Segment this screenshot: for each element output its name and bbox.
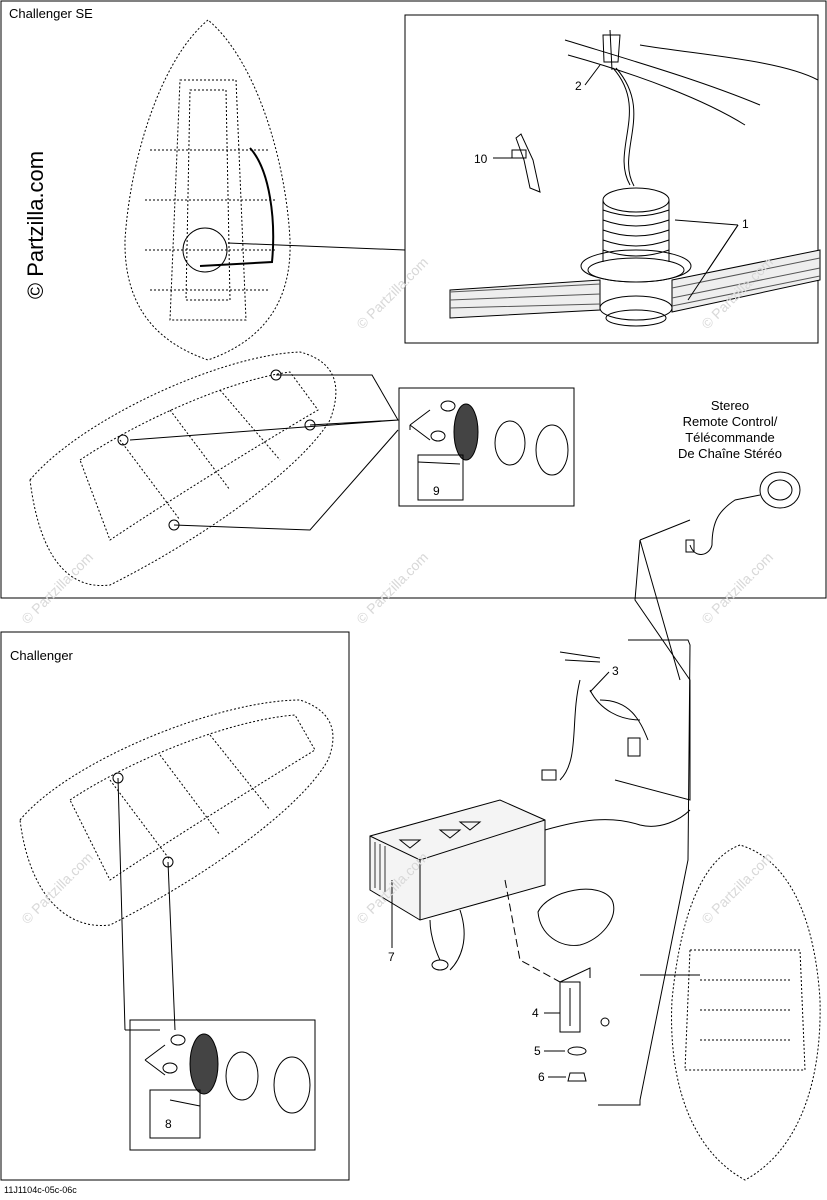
stereo-unit-drawing — [369, 799, 691, 971]
callout-10: 10 — [474, 152, 488, 166]
stereo-label-line-2: Remote Control/ — [682, 414, 778, 429]
speaker-detail-box-challenger — [129, 1019, 316, 1151]
speaker-parts-challenger — [144, 1033, 311, 1114]
wiring-harness-drawing — [541, 651, 649, 781]
leader-lines-detail — [493, 64, 739, 301]
callout-leaders — [391, 671, 610, 1078]
fitting-detail-box — [404, 14, 819, 344]
stereo-remote-label: Stereo Remote Control/ Télécommande De C… — [655, 398, 805, 462]
se-detail-leader — [227, 242, 406, 251]
speaker-parts-se — [409, 400, 569, 476]
remote-route-lines — [614, 519, 691, 801]
section-title-challenger: Challenger — [10, 648, 73, 663]
boat-iso-view-se — [29, 351, 337, 587]
section-title-challenger-se: Challenger SE — [9, 6, 93, 21]
hose-drawing — [564, 29, 819, 187]
stereo-label-line-3: Télécommande — [685, 430, 775, 445]
speaker-location-markers-challenger — [112, 772, 176, 1031]
se-hose-route — [199, 147, 275, 267]
stereo-label-line-1: Stereo — [710, 398, 750, 413]
bottom-route-frame — [598, 639, 691, 1106]
speaker-location-markers-se — [117, 369, 399, 531]
bracket-dashed-route — [504, 879, 561, 983]
callout-6: 6 — [538, 1070, 545, 1084]
part-9-box — [417, 454, 464, 501]
mount-bracket-drawing — [537, 888, 615, 1082]
boat-top-view-se — [124, 19, 291, 361]
bottom-section-frame — [0, 631, 350, 1181]
stereo-remote-drawing — [685, 471, 801, 555]
callout-8: 8 — [165, 1117, 172, 1131]
callout-1: 1 — [742, 217, 749, 231]
boat-top-view-bottom-right — [671, 844, 821, 1181]
drawing-code: 11J1104c-05c-06c — [4, 1185, 77, 1195]
boat-iso-view-challenger — [19, 699, 334, 927]
callout-2: 2 — [575, 79, 582, 93]
fitting-drawing — [449, 187, 821, 327]
stereo-label-line-4: De Chaîne Stéréo — [677, 446, 783, 461]
callout-3: 3 — [612, 664, 619, 678]
callout-7: 7 — [388, 950, 395, 964]
cable-tie-drawing — [511, 133, 541, 193]
callout-9: 9 — [433, 484, 440, 498]
speaker-detail-box-se — [398, 387, 575, 507]
top-section-frame — [0, 0, 827, 599]
part-8-box — [149, 1089, 201, 1139]
partzilla-side-watermark: © Partzilla.com — [23, 150, 49, 300]
callout-5: 5 — [534, 1044, 541, 1058]
callout-4: 4 — [532, 1006, 539, 1020]
